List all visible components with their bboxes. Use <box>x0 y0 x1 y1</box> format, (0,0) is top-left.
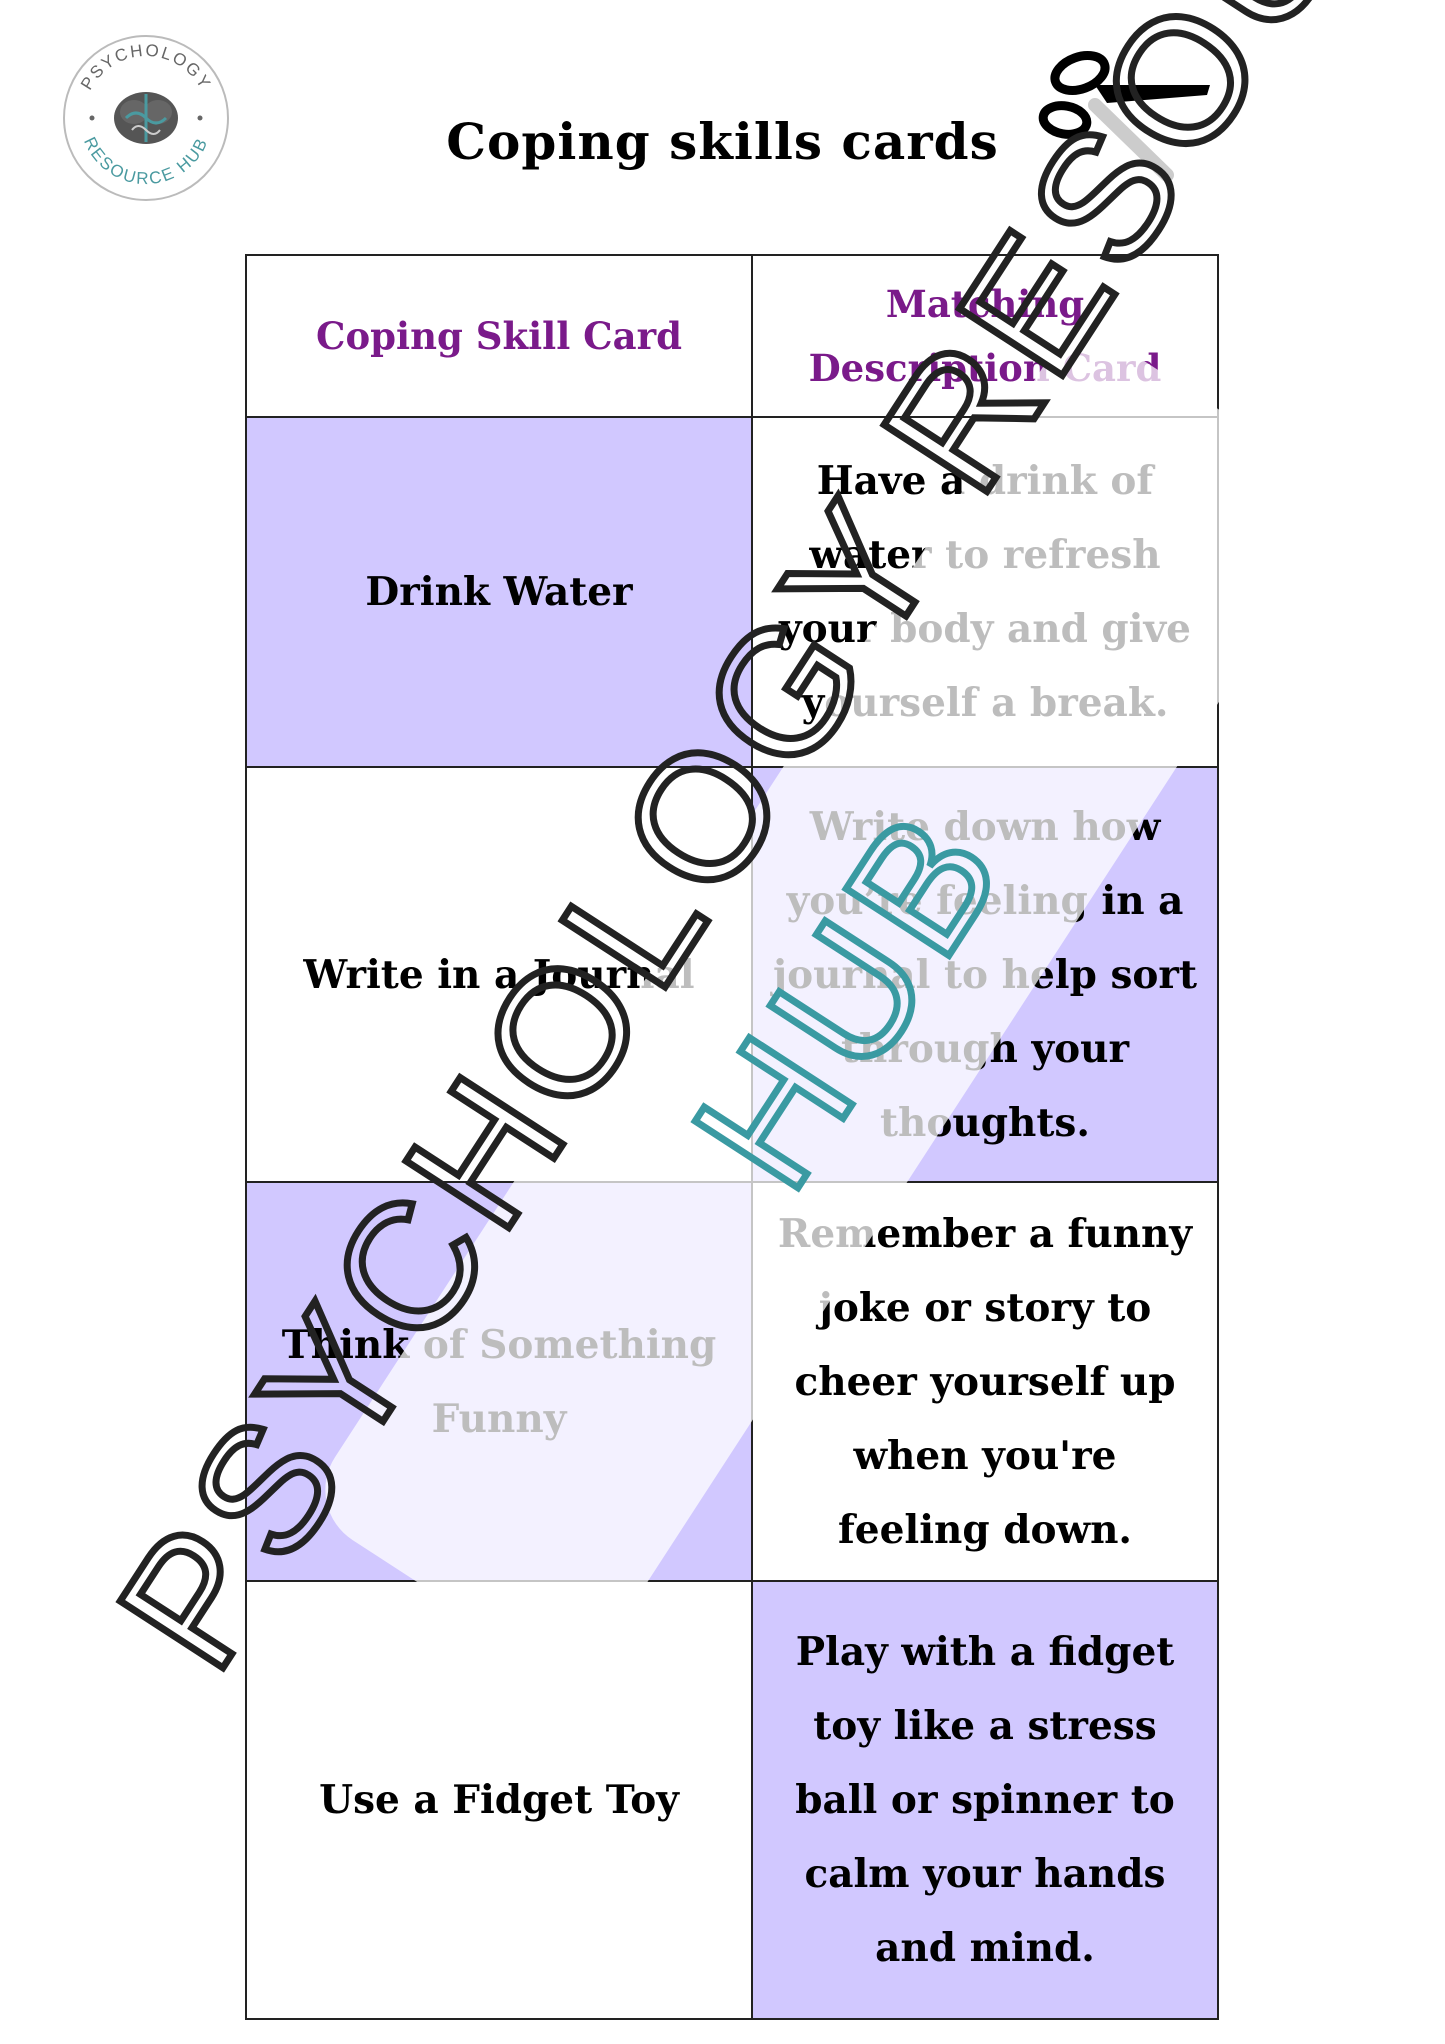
table-row: Think of Something Funny Remember a funn… <box>245 1181 1219 1582</box>
header-coping-skill: Coping Skill Card <box>245 254 753 418</box>
skill-card: Use a Fidget Toy <box>245 1580 753 2020</box>
skill-card: Think of Something Funny <box>245 1181 753 1582</box>
description-card: Write down how you’re feeling in a journ… <box>751 766 1219 1183</box>
description-card: Remember a funny joke or story to cheer … <box>751 1181 1219 1582</box>
coping-cards-table: Coping Skill Card Matching Description C… <box>245 254 1219 2020</box>
header-matching-description: Matching Description Card <box>751 254 1219 418</box>
scissors-icon <box>1035 45 1215 185</box>
table-row: Use a Fidget Toy Play with a fidget toy … <box>245 1580 1219 2020</box>
skill-card: Write in a Journal <box>245 766 753 1183</box>
description-card: Play with a fidget toy like a stress bal… <box>751 1580 1219 2020</box>
logo: PSYCHOLOGY RESOURCE HUB <box>62 34 230 202</box>
table-header-row: Coping Skill Card Matching Description C… <box>245 254 1219 418</box>
skill-card: Drink Water <box>245 416 753 768</box>
description-card: Have a drink of water to refresh your bo… <box>751 416 1219 768</box>
brain-icon <box>114 92 178 144</box>
page-title: Coping skills cards <box>446 112 999 171</box>
table-row: Drink Water Have a drink of water to ref… <box>245 416 1219 768</box>
table-row: Write in a Journal Write down how you’re… <box>245 766 1219 1183</box>
